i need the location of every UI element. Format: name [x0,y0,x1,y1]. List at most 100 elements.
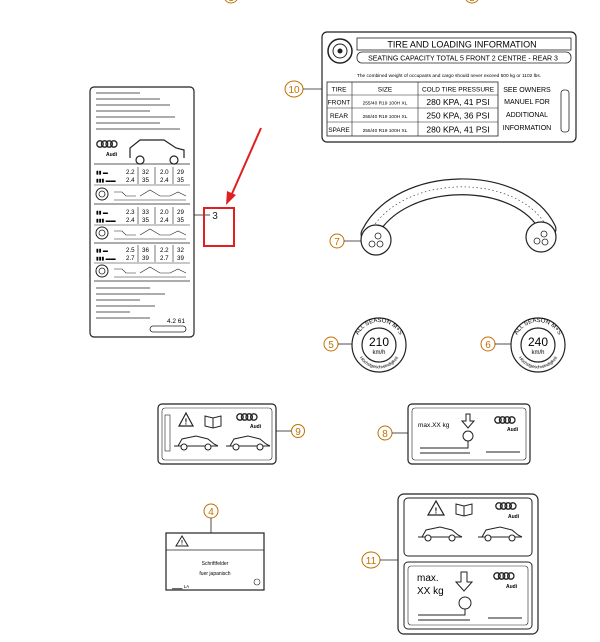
callout-1: 1 [224,0,238,4]
row-front-pressure: 280 KPA, 41 PSI [426,97,489,107]
pressure-r2-c4: 35 [177,177,184,184]
svg-text:5: 5 [328,340,334,351]
pressure-r6-c4: 39 [177,255,184,262]
pressure-r3-c1: 2.3 [126,209,135,216]
label-4-line-2: fuer japanisch [199,571,230,577]
col-tire: TIRE [332,87,347,94]
svg-text:!: ! [435,507,438,516]
svg-text:Audi: Audi [507,427,519,433]
row-spare-pressure: 280 KPA, 41 PSI [426,125,489,135]
label-code: 4.2 61 [167,318,185,325]
highlight-arrow [226,127,262,205]
pressure-r2-c1: 2.4 [126,177,135,184]
highlight-box [203,207,235,247]
label-4-line-1: Schriftfelder [202,561,229,567]
note-line-4: INFORMATION [503,125,551,132]
svg-text:Audi: Audi [508,514,520,520]
tire-icon [327,38,353,64]
manual-book-icon [204,415,222,429]
svg-text:11: 11 [366,556,377,567]
load-label-8: max.XX kg Audi [407,403,531,465]
combined-weight-text: The combined weight of occupants and car… [357,73,541,79]
svg-text:▮▮▮ ▬▬: ▮▮▮ ▬▬ [96,256,116,262]
down-arrow-icon [454,571,474,592]
svg-text:!: ! [181,541,183,547]
callout-3: 3 [212,211,218,222]
callout-9: 9 [276,424,305,438]
pressure-r4-c2: 35 [142,217,149,224]
col-pressure: COLD TIRE PRESSURE [422,87,495,94]
svg-text:9: 9 [295,427,301,438]
svg-text:4: 4 [208,507,214,518]
pressure-r5-c4: 32 [177,247,184,254]
note-line-2: MANUEL FOR [504,99,550,106]
svg-text:1: 1 [228,0,233,3]
pressure-r6-c3: 2.7 [160,255,169,262]
svg-text:6: 6 [485,340,491,351]
callout-10: 10 [284,80,322,98]
pressure-r1-c3: 2.0 [160,169,169,176]
warning-triangle-icon [177,411,195,427]
pressure-r6-c2: 39 [142,255,149,262]
pressure-r1-c4: 29 [177,169,184,176]
pressure-r3-c3: 2.0 [160,209,169,216]
callout-4: 4 [203,503,219,533]
row-rear-tire: REAR [330,113,348,120]
svg-text:10: 10 [288,85,300,96]
row-rear-size: 255/40 R19 100H XL [363,114,408,120]
speed-210-unit: km/h [372,350,385,356]
callout-7: 7 [329,233,361,249]
tire-label-title: TIRE AND LOADING INFORMATION [387,40,536,50]
warning-triangle-icon [175,535,189,547]
svg-text:7: 7 [334,237,340,248]
speed-240-value: 240 [528,335,548,349]
combined-label-11: ! Audi max. XX kg Audi [397,493,539,635]
speed-label-240: ALL SEASON M+S 240 km/h Höchstgeschwindi… [510,317,566,373]
svg-text:▮▮▮ ▬▬: ▮▮▮ ▬▬ [96,178,116,184]
pressure-r6-c1: 2.7 [126,255,135,262]
svg-text:8: 8 [382,429,388,440]
max-label: max. [417,573,439,584]
svg-text:Audi: Audi [250,424,262,430]
speed-label-210: ALL SEASON M+S 210 km/h Höchstgeschwindi… [351,317,407,373]
callout-2: 2 [465,0,479,4]
svg-text:▮▮ ▬: ▮▮ ▬ [96,170,108,176]
svg-text:▮▮▮ ▬▬: ▮▮▮ ▬▬ [96,218,116,224]
tire-pressure-label: Audi ▮▮ ▬ 2.2 32 2.0 29 ▮▮▮ ▬▬ 2.4 35 2.… [89,86,195,338]
seating-capacity: SEATING CAPACITY TOTAL 5 FRONT 2 CENTRE … [368,56,558,63]
pressure-r2-c2: 35 [142,177,149,184]
pressure-r3-c4: 29 [177,209,184,216]
tire-loading-label: TIRE AND LOADING INFORMATION SEATING CAP… [321,31,577,143]
pressure-r2-c3: 2.4 [160,177,169,184]
speed-240-unit: km/h [531,350,544,356]
callout-6: 6 [480,336,511,352]
row-front-size: 255/40 R19 100H XL [363,101,408,107]
warning-label-9: ! Audi [157,403,277,465]
arc-strip [360,178,557,256]
pressure-r4-c4: 35 [177,217,184,224]
pressure-r1-c2: 32 [142,169,149,176]
note-line-3: ADDITIONAL [506,112,548,119]
row-spare-tire: SPARE [328,127,350,134]
row-rear-pressure: 250 KPA, 36 PSI [426,111,489,121]
svg-text:2: 2 [469,0,474,3]
svg-text:3: 3 [212,211,218,222]
svg-text:▮▮ ▬: ▮▮ ▬ [96,248,108,254]
svg-text:Audi: Audi [506,584,518,590]
pressure-r3-c2: 33 [142,209,149,216]
down-arrow-icon [460,413,476,429]
max-load-text: max.XX kg [418,422,450,429]
pressure-r4-c1: 2.4 [126,217,135,224]
pressure-r4-c3: 2.4 [160,217,169,224]
callout-11: 11 [361,551,398,569]
pressure-r5-c1: 2.5 [126,247,135,254]
callout-5: 5 [323,336,352,352]
brand-text: Audi [106,152,118,158]
svg-text:▁▁▁ LA: ▁▁▁ LA [171,584,189,590]
speed-210-value: 210 [369,335,389,349]
note-line-1: SEE OWNERS [503,87,551,94]
max-load-label: XX kg [417,586,444,597]
svg-text:▮▮ ▬: ▮▮ ▬ [96,210,108,216]
pressure-r1-c1: 2.2 [126,169,135,176]
